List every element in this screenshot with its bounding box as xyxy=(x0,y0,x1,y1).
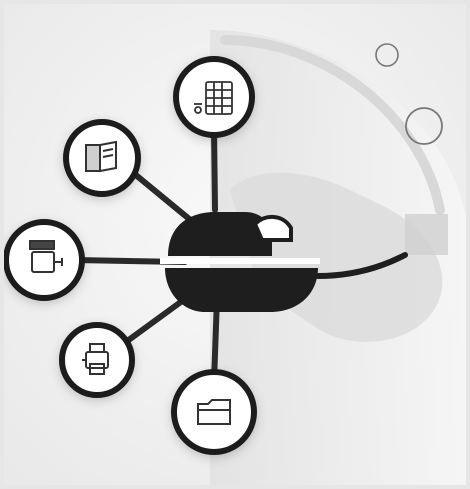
cable-sleeve xyxy=(405,214,448,255)
hub-cable xyxy=(315,252,408,279)
decorative-circle-small xyxy=(375,43,399,67)
desktop-monitor-icon xyxy=(29,240,63,273)
book-icon xyxy=(85,140,117,173)
keyboard-icon xyxy=(194,81,233,115)
folder-icon xyxy=(197,399,231,425)
node-printer xyxy=(59,322,135,398)
decorative-circle-medium xyxy=(405,107,443,145)
decorative-arc xyxy=(220,35,445,215)
hub-plug-top xyxy=(168,212,272,256)
node-book xyxy=(63,119,141,197)
node-folder xyxy=(171,369,257,455)
node-desktop xyxy=(3,219,85,301)
hub-gap xyxy=(160,258,320,264)
hub-plug-bottom xyxy=(165,268,318,312)
node-keyboard xyxy=(173,56,255,138)
line-to-keyboard xyxy=(211,125,218,213)
printer-icon xyxy=(82,343,109,375)
hub-prong xyxy=(252,215,293,242)
central-hub xyxy=(160,212,408,312)
